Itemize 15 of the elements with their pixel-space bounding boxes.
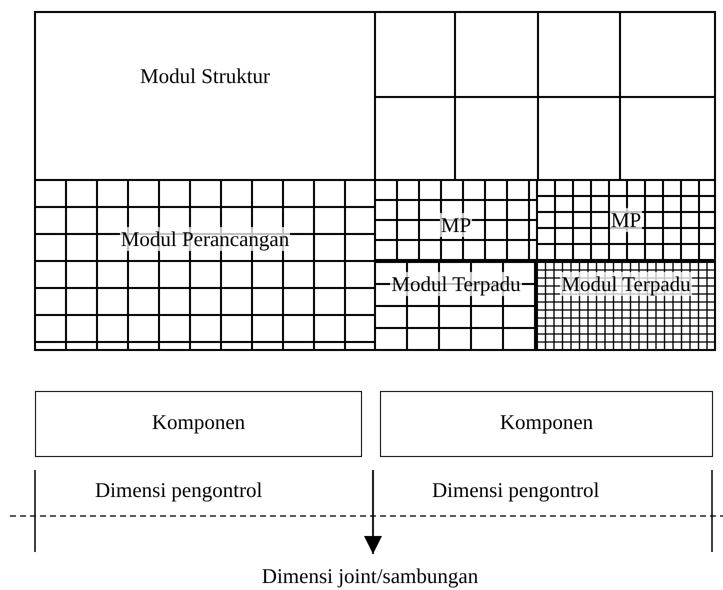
module-label: Modul Terpadu: [390, 272, 522, 296]
component-box: [380, 391, 713, 457]
module-label: Modul Perancangan: [120, 227, 290, 251]
module-label: MP: [440, 213, 472, 237]
module-label: Modul Terpadu: [560, 272, 692, 296]
dimension-label: Dimensi pengontrol: [432, 478, 600, 503]
grid-module-area: [537, 262, 715, 350]
dimension-label: Dimensi pengontrol: [95, 478, 262, 503]
grid-module-area: [375, 262, 537, 350]
module-label: MP: [610, 208, 642, 232]
grid-module-area: [35, 180, 375, 350]
grid-module-area: [375, 180, 537, 262]
grid-module-area: [537, 180, 715, 262]
arrow: [364, 470, 382, 554]
component-box: [35, 391, 362, 457]
